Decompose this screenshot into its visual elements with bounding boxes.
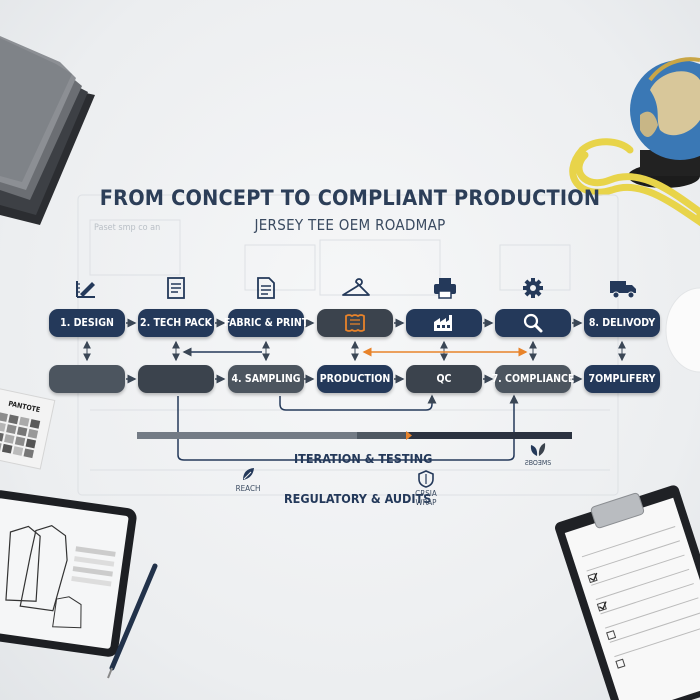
printer-icon [434,278,456,299]
leaf-pair-icon [530,443,546,456]
cup-image [665,287,700,373]
shield-icon [418,470,434,488]
factory-icon [434,315,452,331]
faint-note: Paset smp co an [94,223,161,233]
stage-delivery[interactable]: 8. DELIVODY [584,309,660,337]
reach-label: REACH [235,484,261,493]
reach-leaf-icon [243,468,254,480]
stage-fabric-print[interactable]: FABRIC & PRINT [224,309,308,337]
pantone-swatch-book-image [0,387,56,470]
right-badge-label: ƧBOƎMS [524,459,552,467]
tech-pack-document-icon [167,277,185,299]
magnifier-icon [523,313,543,333]
stage-blank-2[interactable] [138,365,214,393]
stage-tech-pack[interactable]: 2. TECH PACK [138,309,214,337]
crsia-wrap-label: CRSIA WRAP [415,489,437,507]
progress-bar-light [137,432,357,439]
pen-tip [107,667,113,679]
stage-final-label: 7OMPLIFERY [588,373,656,385]
stage-design[interactable]: 1. DESIGN [49,309,125,337]
progress-marker-icon [406,431,412,440]
stage-design-label: 1. DESIGN [60,317,114,329]
ruler-pencil-icon [76,281,95,298]
progress-bar-mid [357,432,409,439]
tape-measure-image [569,138,700,227]
truck-icon [610,281,636,299]
stage-factory[interactable] [406,309,482,337]
stage-production[interactable]: PRODUCTION [317,365,393,393]
hanger-icon [342,278,370,296]
clipboard-image [555,485,700,700]
progress-bar-dark [409,432,572,439]
fabric-stack-image [0,36,95,225]
stage-tech-pack-label: 2. TECH PACK [140,317,212,329]
gear-icon [523,278,543,298]
tablet-image [0,490,137,657]
stage-blank-1[interactable] [49,365,125,393]
stage-fabric-print-label: FABRIC & PRINT [223,317,309,329]
stage-compliance-label: 7. COMPLIANCE [491,373,575,385]
stage-delivery-label: 8. DELIVODY [588,317,656,329]
stage-sampling[interactable]: 4. SAMPLING [228,365,304,393]
page-subtitle: JERSEY TEE OEM ROADMAP [254,216,446,234]
stage-inspection[interactable] [495,309,571,337]
stage-swatch[interactable] [317,309,393,337]
stage-sampling-label: 4. SAMPLING [231,373,301,385]
fabric-swatch-icon [345,314,365,332]
stage-compliance[interactable]: 7. COMPLIANCE [492,365,574,393]
regulatory-audits-label: REGULATORY & AUDITS [284,491,432,506]
sampling-qc-loop [279,394,437,411]
stage-final[interactable]: 7OMPLIFERY [584,365,660,393]
stage-qc-label: QC [436,373,452,385]
page-title: FROM CONCEPT TO COMPLIANT PRODUCTION [99,186,601,210]
stage-production-label: PRODUCTION [319,373,391,385]
fabric-document-icon [257,277,275,299]
stage-qc[interactable]: QC [406,365,482,393]
globe-image [628,57,700,188]
iteration-bracket [177,394,519,461]
pen-image [109,563,158,671]
iteration-testing-label: ITERATION & TESTING [294,451,433,466]
